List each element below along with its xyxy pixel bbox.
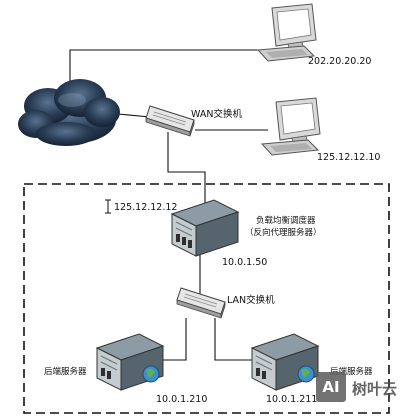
load-balancer-server-icon <box>170 199 240 257</box>
internal-network-boundary <box>23 183 390 414</box>
watermark: AI 树叶云 <box>316 370 416 410</box>
watermark-brand: 树叶云 <box>352 380 398 398</box>
lb-name-line2: （反向代理服务器） <box>245 228 322 238</box>
client2-computer-icon <box>260 97 321 156</box>
cloud-to-client1-line <box>69 49 258 95</box>
lan-to-backend-right-line <box>214 318 258 361</box>
lb-public-ip-label: 125.12.12.12 <box>114 202 178 213</box>
lan-switch-icon <box>176 287 226 319</box>
backend-server-left-icon <box>95 333 165 391</box>
lan-switch-label: LAN交换机 <box>227 295 275 306</box>
client2-ip-label: 125.12.12.10 <box>317 152 381 163</box>
backend-right-name-label: 后端服务器 <box>330 367 373 377</box>
backend-right-ip-label: 10.0.1.211 <box>266 394 318 405</box>
watermark-logo: AI <box>316 372 346 402</box>
wan-switch-label: WAN交换机 <box>191 109 242 120</box>
backend-left-name-label: 后端服务器 <box>44 367 87 377</box>
lan-to-backend-left-line <box>163 318 187 361</box>
lb-private-ip-label: 10.0.1.50 <box>222 257 268 268</box>
lb-name-line1: 负载均衡调度器 <box>256 216 316 226</box>
wan-switch-icon <box>145 105 195 137</box>
internet-cloud-icon <box>18 79 120 146</box>
cloud-to-wan-line <box>117 113 151 118</box>
backend-server-right-icon <box>250 333 320 391</box>
wan-to-lb-line <box>167 132 206 205</box>
client1-ip-label: 202.20.20.20 <box>308 56 372 67</box>
client1-computer-icon <box>256 3 317 62</box>
backend-left-ip-label: 10.0.1.210 <box>156 394 208 405</box>
